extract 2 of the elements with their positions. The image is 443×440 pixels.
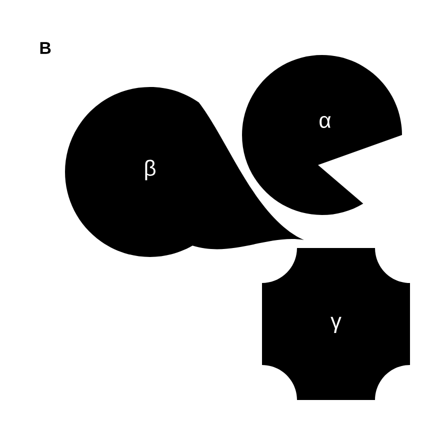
panel-letter: B <box>40 42 51 54</box>
node-label: β <box>145 160 156 180</box>
